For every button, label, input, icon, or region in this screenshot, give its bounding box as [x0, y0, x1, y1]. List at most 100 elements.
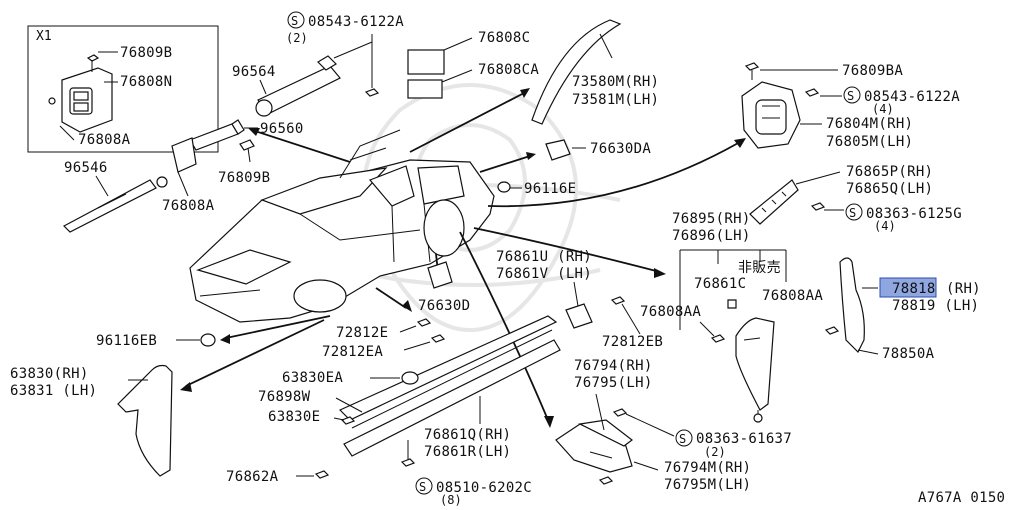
cap-76630D [427, 261, 453, 289]
screw-6125G-partno[interactable]: 08363-6125G [866, 206, 962, 222]
washer-tube-96564 [255, 41, 373, 117]
part-63830EA[interactable]: 63830EA [282, 370, 343, 386]
svg-text:S: S [847, 89, 854, 103]
screw-6202C-partno[interactable]: 08510-6202C [436, 480, 532, 496]
part-76630DA[interactable]: 76630DA [590, 141, 651, 157]
screw-78850A [824, 326, 840, 335]
clip-72812EB [610, 296, 626, 305]
fuel-lid-housing [741, 81, 801, 149]
part-76794M[interactable]: 76794M(RH) [664, 460, 751, 476]
part-73580M[interactable]: 73580M(RH) [572, 74, 659, 90]
side-sill-moulding [338, 315, 561, 457]
part-76861C[interactable]: 76861C [694, 276, 746, 292]
splash-guard-78818 [839, 257, 865, 354]
svg-text:S: S [679, 432, 686, 446]
part-76862A[interactable]: 76862A [226, 469, 279, 485]
part-96116E[interactable]: 96116E [524, 181, 576, 197]
part-76805M[interactable]: 76805M(LH) [826, 134, 913, 150]
part-63831[interactable]: 63831 (LH) [10, 383, 97, 399]
screw-right-partno[interactable]: 08543-6122A [864, 89, 960, 105]
part-76865Q[interactable]: 76865Q(LH) [846, 181, 933, 197]
part-76808AA-a[interactable]: 76808AA [640, 304, 701, 320]
clip-72812E [416, 318, 446, 343]
part-76809BA[interactable]: 76809BA [842, 63, 903, 79]
svg-text:S: S [849, 206, 856, 220]
clip-76861C [727, 299, 737, 309]
part-63830E[interactable]: 63830E [268, 409, 320, 425]
bracket-76865P [749, 179, 799, 225]
part-76809B-inset[interactable]: 76809B [120, 45, 172, 61]
part-73581M[interactable]: 73581M(LH) [572, 92, 659, 108]
part-76808N[interactable]: 76808N [120, 74, 172, 90]
part-78818-side: (RH) [946, 281, 981, 297]
grommet-96116EB [200, 333, 216, 347]
part-96560[interactable]: 96560 [260, 121, 304, 137]
screw-symbol-6202C: S [415, 477, 433, 495]
part-76795[interactable]: 76795(LH) [574, 375, 653, 391]
part-76808CA[interactable]: 76808CA [478, 62, 539, 78]
part-76809B[interactable]: 76809B [218, 170, 270, 186]
clip-76862A [314, 470, 330, 479]
washer-nozzle-96560 [189, 119, 245, 151]
part-78818[interactable]: 78818 [892, 281, 936, 297]
diagram-code: A767A 0150 [918, 490, 1005, 506]
part-78850A[interactable]: 78850A [882, 346, 935, 362]
part-76630D[interactable]: 76630D [418, 298, 470, 314]
screw-symbol-6125G: S [845, 203, 863, 221]
clip-76809BA [744, 62, 760, 80]
antenna-96546 [63, 176, 168, 233]
part-76896[interactable]: 76896(LH) [672, 228, 751, 244]
screw-top-qty: (2) [286, 31, 308, 45]
screw-symbol-right: S [843, 86, 861, 104]
flap-bracket-frame [679, 249, 787, 330]
mud-flap-front [117, 364, 173, 477]
part-76804M[interactable]: 76804M(RH) [826, 116, 913, 132]
part-72812EB[interactable]: 72812EB [602, 334, 663, 350]
pad-76808C [407, 49, 445, 75]
part-76808AA-b[interactable]: 76808AA [762, 288, 823, 304]
clip-76809B [239, 139, 255, 163]
highlight-78818 [879, 277, 937, 298]
pad-76808CA [407, 79, 443, 99]
roof-moulding [531, 19, 622, 125]
part-76861V[interactable]: 76861V (LH) [496, 266, 592, 282]
screw-61637-qty: (2) [704, 445, 726, 459]
part-76808A[interactable]: 76808A [162, 198, 215, 214]
screw-right-qty: (4) [872, 102, 894, 116]
part-78819[interactable]: 78819 (LH) [892, 298, 979, 314]
part-96116EB[interactable]: 96116EB [96, 333, 157, 349]
screw-6125G-qty: (4) [874, 219, 896, 233]
part-72812EA[interactable]: 72812EA [322, 344, 383, 360]
part-76794[interactable]: 76794(RH) [574, 358, 653, 374]
screw-top-partno[interactable]: 08543-6122A [308, 14, 404, 30]
screw-symbol-61637: S [675, 429, 693, 447]
part-76808C[interactable]: 76808C [478, 30, 530, 46]
part-96546[interactable]: 96546 [64, 160, 108, 176]
part-63830[interactable]: 63830(RH) [10, 366, 89, 382]
clip-76861U [565, 303, 593, 329]
part-76861R[interactable]: 76861R(LH) [424, 444, 511, 460]
part-76795M[interactable]: 76795M(LH) [664, 477, 751, 493]
not-for-sale-label: 非販売 [738, 260, 781, 276]
arrow-heads [180, 88, 746, 428]
cap-76630DA [545, 139, 571, 161]
part-76861U[interactable]: 76861U (RH) [496, 249, 592, 265]
screw-76808AA [699, 321, 726, 343]
part-76895[interactable]: 76895(RH) [672, 211, 751, 227]
part-76861Q[interactable]: 76861Q(RH) [424, 427, 511, 443]
clip-63830E [340, 416, 356, 425]
screw-6202C-qty: (8) [440, 493, 462, 507]
car-body [189, 129, 495, 323]
part-76808A-inset[interactable]: 76808A [78, 132, 131, 148]
part-76898W[interactable]: 76898W [258, 389, 311, 405]
svg-text:S: S [291, 14, 298, 28]
screw-symbol-top: S [287, 11, 305, 29]
screw-6202C [400, 440, 416, 467]
mud-flap-rear [735, 317, 775, 423]
part-72812E[interactable]: 72812E [336, 325, 388, 341]
part-76865P[interactable]: 76865P(RH) [846, 164, 933, 180]
screw-61637-partno[interactable]: 08363-61637 [696, 431, 792, 447]
clip-63830EA [401, 371, 419, 385]
part-96564[interactable]: 96564 [232, 64, 276, 80]
